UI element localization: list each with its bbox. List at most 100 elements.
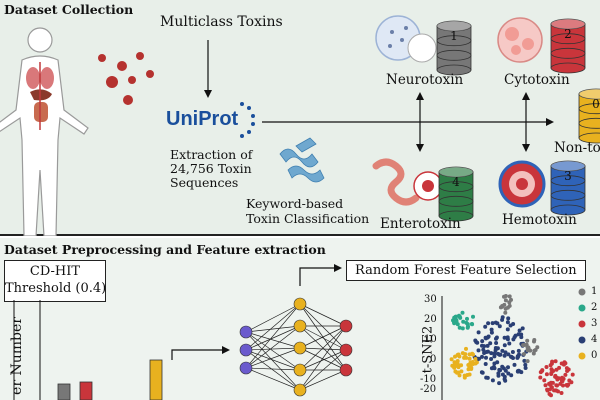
tsne-point <box>563 361 568 366</box>
legend-swatch <box>578 352 586 360</box>
database-enterotoxin-icon: 4 <box>438 166 474 222</box>
tsne-point <box>471 314 475 319</box>
tsne-point <box>503 294 508 298</box>
tsne-point <box>471 352 475 357</box>
tsne-point <box>473 338 478 343</box>
tsne-point <box>566 382 571 387</box>
tsne-point <box>497 381 502 386</box>
tsne-point <box>496 373 501 378</box>
tsne-point <box>449 357 454 362</box>
preprocessing-panel: Dataset Preprocessing and Feature extrac… <box>0 238 600 400</box>
tsne-point <box>559 378 564 383</box>
tsne-point <box>540 368 545 373</box>
tsne-point <box>554 383 559 388</box>
tsne-point <box>517 328 522 333</box>
tsne-point <box>509 354 513 359</box>
tsne-point <box>454 318 459 323</box>
tsne-tick: -20 <box>420 384 437 395</box>
tsne-point <box>495 360 500 365</box>
database-cytotoxin-icon: 2 <box>550 18 586 74</box>
network-node <box>239 343 253 357</box>
tsne-point <box>455 359 460 363</box>
tsne-point <box>506 371 511 376</box>
tsne-point <box>494 335 499 340</box>
tsne-point <box>467 352 472 357</box>
tsne-point <box>460 326 465 331</box>
tsne-point <box>535 345 540 350</box>
tsne-point <box>520 326 525 331</box>
tsne-point <box>532 348 537 353</box>
hemotoxin-vessel-icon <box>498 160 546 208</box>
tsne-point <box>505 320 510 325</box>
network-node <box>293 341 307 355</box>
preprocessing-graphics <box>13 264 586 400</box>
tsne-point <box>470 322 475 327</box>
network-node <box>339 319 353 333</box>
uniprot-dots-icon <box>240 102 255 138</box>
tsne-point <box>515 354 520 359</box>
tsne-point <box>464 355 469 360</box>
tsne-point <box>570 372 575 377</box>
network-node <box>293 297 307 311</box>
organs-icon <box>26 62 54 130</box>
tsne-point <box>486 321 491 326</box>
tsne-point <box>462 373 467 378</box>
tsne-point <box>549 370 554 375</box>
tsne-point <box>503 298 508 303</box>
tsne-point <box>503 306 508 311</box>
tsne-point <box>489 351 494 356</box>
neurotoxin-cell-icon <box>375 15 437 63</box>
tsne-point <box>554 367 559 372</box>
tsne-point <box>522 352 526 356</box>
tsne-point <box>500 364 505 369</box>
tsne-point <box>457 313 461 318</box>
tsne-point <box>493 346 498 350</box>
tsne-point <box>548 363 553 368</box>
tsne-point <box>544 365 549 369</box>
class-label-nontoxin: Non-toxin <box>554 140 600 156</box>
tsne-point <box>452 365 457 370</box>
tsne-point <box>507 303 512 308</box>
tsne-point <box>484 355 488 360</box>
tsne-point <box>466 363 471 367</box>
arrow-to-network <box>171 349 224 360</box>
tsne-point <box>461 319 466 324</box>
network-node <box>239 325 253 339</box>
tsne-point <box>532 339 536 344</box>
tsne-point <box>506 352 511 357</box>
legend-label: 3 <box>591 318 598 329</box>
tsne-point <box>467 372 472 377</box>
network-node <box>239 361 253 375</box>
bar-chart-stubs <box>39 300 163 400</box>
tsne-point <box>500 348 505 353</box>
tsne-point <box>553 359 558 364</box>
tsne-point <box>516 332 521 337</box>
tsne-point <box>509 373 514 378</box>
class-label-enterotoxin: Enterotoxin <box>380 216 461 232</box>
rf-feature-selection-box: Random Forest Feature Selection <box>346 260 586 281</box>
tsne-point <box>525 359 530 364</box>
tsne-legend-swatches <box>578 288 586 360</box>
tsne-point <box>515 369 520 374</box>
tsne-point <box>485 343 490 348</box>
legend-swatch <box>578 320 586 328</box>
multiclass-toxins-label: Multiclass Toxins <box>160 14 283 30</box>
tsne-point <box>512 335 517 340</box>
tsne-point <box>483 362 488 366</box>
tsne-point <box>469 365 474 370</box>
toxin-particles-icon <box>98 52 154 105</box>
arrow-to-rf <box>299 267 336 286</box>
tsne-point <box>563 372 568 377</box>
tsne-point <box>476 330 481 335</box>
tsne-point <box>547 392 552 396</box>
tsne-point <box>502 343 507 348</box>
network-node <box>293 383 307 397</box>
tsne-point <box>559 391 564 395</box>
tsne-point <box>476 348 481 353</box>
extraction-text: Extraction of 24,756 Toxin Sequences <box>170 147 253 190</box>
tsne-tick: 20 <box>424 314 437 325</box>
tsne-point <box>545 387 550 392</box>
database-neurotoxin-icon: 1 <box>436 20 472 76</box>
tsne-point <box>489 327 494 332</box>
legend-label: 0 <box>591 350 598 361</box>
